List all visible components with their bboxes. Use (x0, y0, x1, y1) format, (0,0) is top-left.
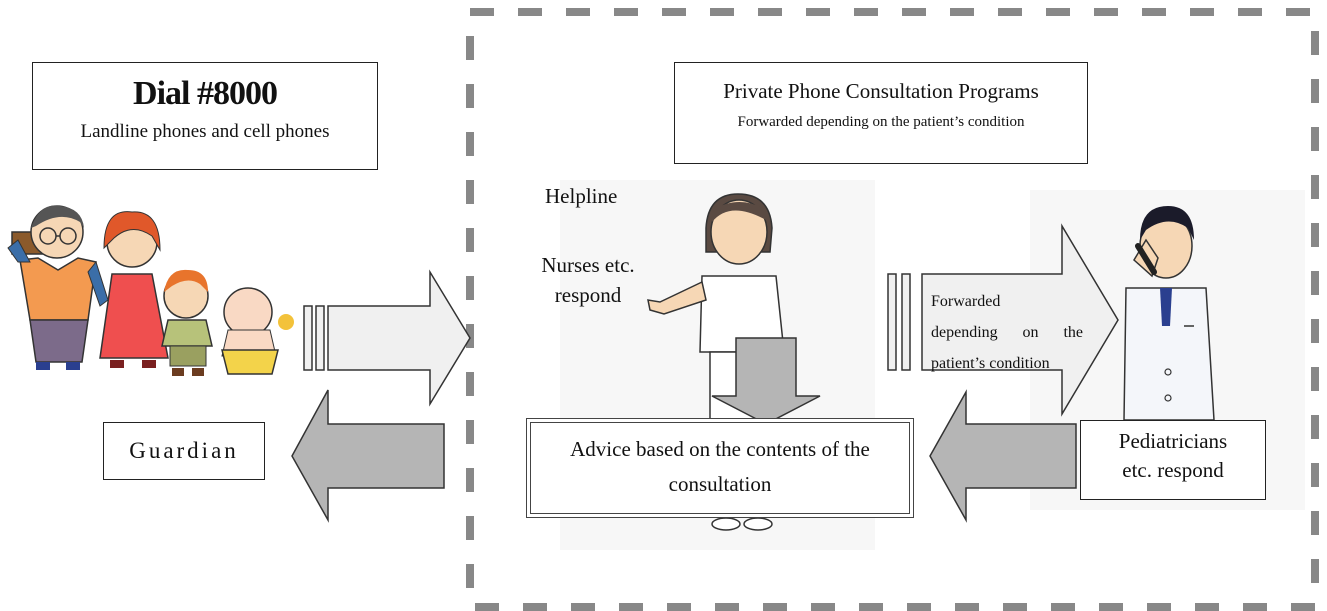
dial-box: Dial #8000 Landline phones and cell phon… (32, 62, 378, 170)
program-subtitle: Forwarded depending on the patient’s con… (737, 114, 1025, 130)
program-box: Private Phone Consultation Programs Forw… (674, 62, 1088, 164)
helpline-line2: respond (554, 283, 622, 307)
advice-line1: Advice based on the contents of the (570, 437, 870, 461)
guardian-box: Guardian (103, 422, 265, 480)
forward-line3: patient’s condition (931, 355, 1050, 372)
helpline-title: Helpline (545, 184, 618, 208)
arrow-forward-to-pediatricians (887, 223, 1119, 417)
arrow-pediatricians-to-advice (929, 389, 1077, 523)
pediatricians-box: Pediatricians etc. respond (1080, 420, 1266, 500)
arrow-advice-to-guardian (291, 389, 445, 523)
pediatricians-line2: etc. respond (1122, 458, 1224, 482)
doctor-illustration (1123, 206, 1215, 421)
dial-title: Dial #8000 (133, 75, 278, 112)
dial-subtitle: Landline phones and cell phones (80, 121, 330, 142)
program-title: Private Phone Consultation Programs (723, 79, 1039, 103)
forward-line1: Forwarded (931, 293, 1001, 310)
arrow-helpline-to-advice (711, 337, 821, 425)
advice-box: Advice based on the contents of the cons… (526, 418, 914, 518)
helpline-responders: Nurses etc. respond (528, 250, 648, 310)
helpline-line1: Nurses etc. (541, 253, 635, 277)
arrow-family-to-helpline (303, 269, 471, 407)
forward-text: Forwarded depending on the patient’s con… (931, 286, 1083, 379)
advice-box-inner: Advice based on the contents of the cons… (530, 422, 910, 514)
forward-line2: depending on the (931, 324, 1083, 341)
guardian-label: Guardian (129, 438, 239, 463)
advice-line2: consultation (668, 472, 772, 496)
pediatricians-line1: Pediatricians (1118, 429, 1228, 453)
family-illustration (7, 205, 294, 376)
